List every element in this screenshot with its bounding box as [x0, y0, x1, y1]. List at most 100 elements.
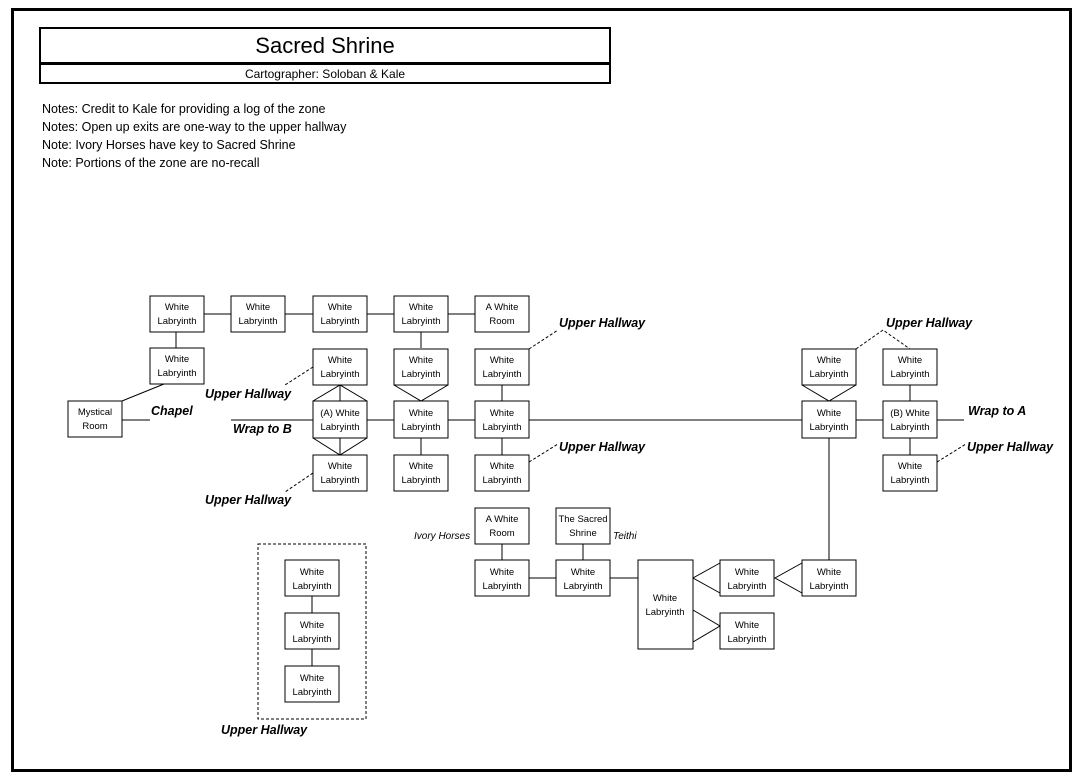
svg-text:Labryinth: Labryinth [890, 422, 929, 433]
upper-hallway-label: Upper Hallway [205, 387, 292, 401]
svg-text:White: White [653, 593, 677, 604]
svg-text:White: White [735, 620, 759, 631]
svg-text:White: White [490, 461, 514, 472]
svg-text:White: White [409, 408, 433, 419]
svg-text:Labryinth: Labryinth [320, 475, 359, 486]
upper-hallway-label: Upper Hallway [221, 723, 308, 737]
svg-text:White: White [490, 355, 514, 366]
cartographer-text: Cartographer: Soloban & Kale [244, 66, 406, 81]
svg-text:Labryinth: Labryinth [157, 368, 196, 379]
teithi-label: Teithi [613, 531, 637, 542]
svg-text:White: White [165, 354, 189, 365]
svg-text:Labryinth: Labryinth [238, 316, 277, 327]
svg-text:Room: Room [489, 316, 514, 327]
svg-text:White: White [328, 302, 352, 313]
svg-text:Labryinth: Labryinth [482, 369, 521, 380]
page-frame [11, 8, 1072, 772]
svg-text:Labryinth: Labryinth [320, 316, 359, 327]
svg-text:Labryinth: Labryinth [482, 581, 521, 592]
ivory-horses-label: Ivory Horses [414, 531, 470, 542]
svg-text:Labryinth: Labryinth [727, 581, 766, 592]
svg-text:White: White [817, 355, 841, 366]
wrap-to-a-label: Wrap to A [968, 404, 1026, 418]
svg-text:A White: A White [486, 514, 519, 525]
notes-block: Notes: Credit to Kale for providing a lo… [42, 100, 346, 172]
svg-text:White: White [490, 567, 514, 578]
upper-hallway-label: Upper Hallway [205, 493, 292, 507]
svg-text:A White: A White [486, 302, 519, 313]
svg-text:Labryinth: Labryinth [727, 634, 766, 645]
svg-text:Shrine: Shrine [569, 528, 596, 539]
svg-text:White: White [735, 567, 759, 578]
upper-hallway-label: Upper Hallway [559, 440, 646, 454]
wrap-to-b-label: Wrap to B [233, 422, 292, 436]
svg-text:White: White [246, 302, 270, 313]
svg-text:Labryinth: Labryinth [890, 475, 929, 486]
svg-text:Labryinth: Labryinth [292, 687, 331, 698]
map-title-text: Sacred Shrine [255, 32, 395, 58]
svg-text:White: White [409, 302, 433, 313]
svg-text:White: White [898, 461, 922, 472]
note-line: Note: Ivory Horses have key to Sacred Sh… [42, 138, 296, 152]
svg-text:White: White [328, 461, 352, 472]
chapel-label: Chapel [151, 404, 193, 418]
svg-text:White: White [817, 408, 841, 419]
svg-text:Room: Room [82, 421, 107, 432]
svg-text:Labryinth: Labryinth [292, 581, 331, 592]
map-labels: Chapel Upper Hallway Upper Hallway Wrap … [151, 316, 1054, 737]
svg-text:White: White [817, 567, 841, 578]
svg-text:Labryinth: Labryinth [401, 316, 440, 327]
svg-text:White: White [165, 302, 189, 313]
note-line: Notes: Open up exits are one-way to the … [42, 120, 347, 134]
svg-text:Labryinth: Labryinth [401, 422, 440, 433]
note-line: Note: Portions of the zone are no-recall [42, 156, 260, 170]
svg-text:(A) White: (A) White [320, 408, 360, 419]
svg-text:Labryinth: Labryinth [809, 422, 848, 433]
svg-text:White: White [300, 673, 324, 684]
svg-text:White: White [300, 620, 324, 631]
cartographer-credit: Cartographer: Soloban & Kale [39, 63, 611, 84]
svg-text:White: White [571, 567, 595, 578]
svg-text:Labryinth: Labryinth [157, 316, 196, 327]
svg-text:White: White [898, 355, 922, 366]
svg-text:Labryinth: Labryinth [401, 369, 440, 380]
svg-text:Room: Room [489, 528, 514, 539]
svg-text:Labryinth: Labryinth [401, 475, 440, 486]
svg-text:Labryinth: Labryinth [809, 581, 848, 592]
upper-hallway-label: Upper Hallway [886, 316, 973, 330]
